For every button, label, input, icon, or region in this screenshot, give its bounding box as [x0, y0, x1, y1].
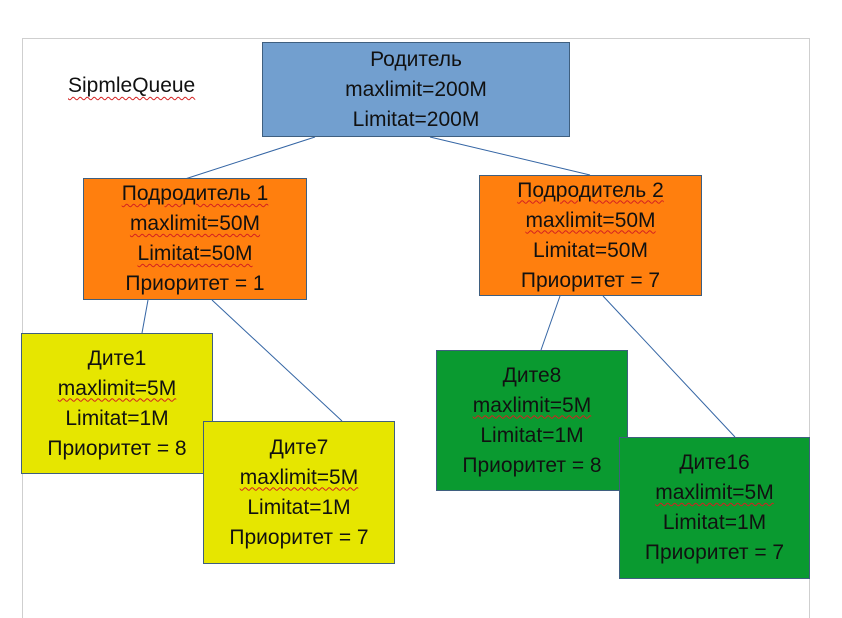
node-child8-priority: Приоритет = 8	[462, 453, 602, 477]
edge-sub1-child1	[141, 299, 149, 334]
connector-lines	[141, 136, 736, 438]
node-child16-name: Дите16	[679, 451, 750, 474]
node-sub1-priority: Приоритет = 1	[125, 272, 265, 295]
node-child7-limitat: Limitat=1M	[247, 495, 351, 519]
node-parent-limitat: Limitat=200M	[352, 107, 480, 131]
edge-sub1-child7	[211, 299, 343, 422]
node-child16-priority: Приоритет = 7	[644, 541, 785, 564]
node-sub2-priority: Приоритет = 7	[520, 268, 661, 292]
node-child1-name: Дите1	[87, 346, 147, 370]
node-child7-priority: Приоритет = 7	[229, 525, 369, 549]
edge-sub2-child8	[540, 295, 561, 351]
node-child7-name: Дите7	[269, 435, 329, 459]
node-sub2-name: Подродитель 2	[517, 178, 664, 202]
node-child-16: Дите16 maxlimit=5M Limitat=1M Приоритет …	[619, 437, 810, 579]
node-sub2-maxlimit: maxlimit=50M	[525, 208, 656, 232]
node-child8-limitat: Limitat=1M	[480, 423, 584, 447]
node-parent: Родитель maxlimit=200M Limitat=200M	[262, 42, 570, 137]
node-child-1: Дите1 maxlimit=5M Limitat=1M Приоритет =…	[21, 333, 213, 474]
node-child8-name: Дите8	[502, 363, 562, 387]
edge-parent-sub2	[429, 136, 591, 176]
node-child16-maxlimit: maxlimit=5M	[655, 481, 774, 504]
node-subparent-1: Подродитель 1 maxlimit=50M Limitat=50M П…	[83, 178, 307, 300]
node-sub2-limitat: Limitat=50M	[533, 238, 648, 262]
node-child1-maxlimit: maxlimit=5M	[57, 376, 177, 400]
node-child-7: Дите7 maxlimit=5M Limitat=1M Приоритет =…	[203, 421, 395, 564]
node-child1-limitat: Limitat=1M	[65, 406, 169, 430]
edge-parent-sub1	[184, 136, 316, 180]
node-child1-priority: Приоритет = 8	[47, 436, 187, 460]
node-sub1-maxlimit: maxlimit=50M	[129, 212, 261, 235]
node-child-8: Дите8 maxlimit=5M Limitat=1M Приоритет =…	[436, 350, 628, 491]
node-subparent-2: Подродитель 2 maxlimit=50M Limitat=50M П…	[479, 175, 702, 296]
node-sub1-limitat: Limitat=50M	[137, 242, 253, 265]
edge-sub2-child16	[602, 295, 736, 438]
node-child8-maxlimit: maxlimit=5M	[472, 393, 592, 417]
diagram-title: SipmleQueue	[68, 74, 196, 97]
node-parent-maxlimit: maxlimit=200M	[345, 77, 487, 101]
page-frame	[22, 38, 810, 618]
node-parent-name: Родитель	[370, 47, 462, 71]
node-sub1-name: Подродитель 1	[121, 182, 269, 205]
node-child7-maxlimit: maxlimit=5M	[239, 465, 359, 489]
node-child16-limitat: Limitat=1M	[662, 511, 767, 534]
